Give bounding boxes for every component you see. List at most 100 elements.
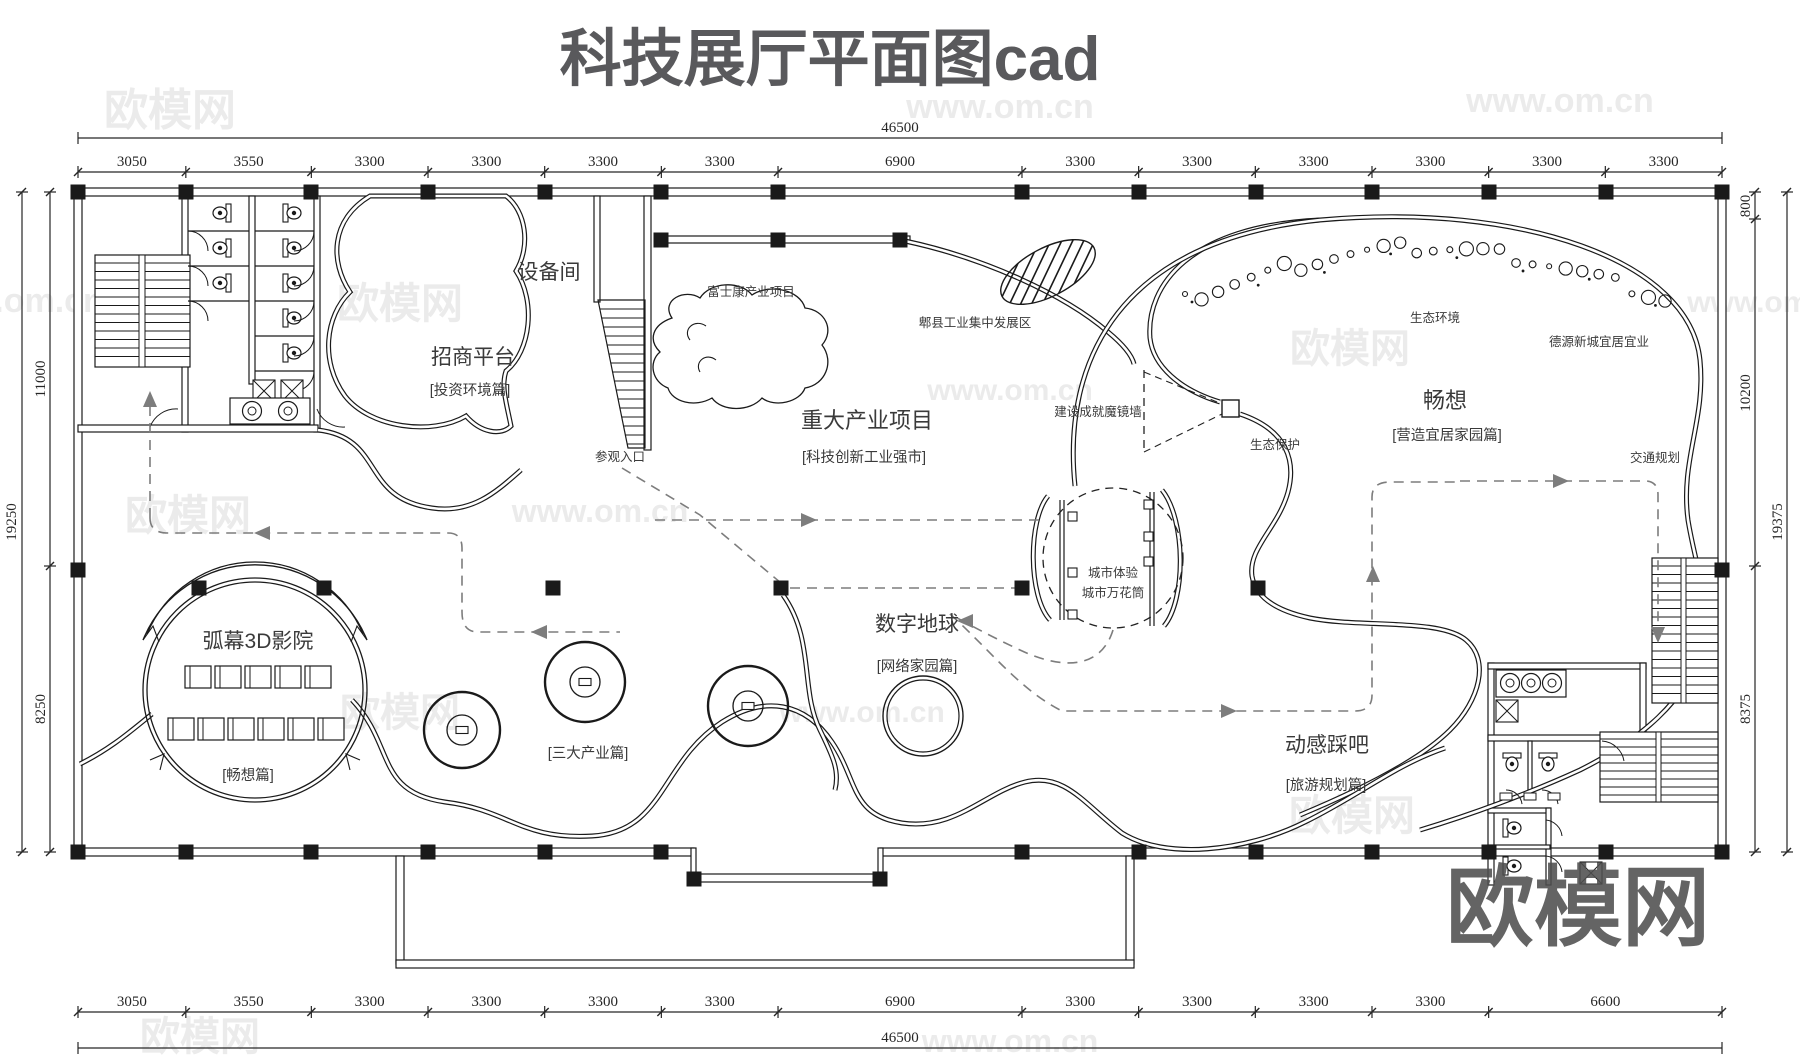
dimension-value: 3550 — [234, 994, 264, 1010]
structural-column — [420, 184, 436, 200]
watermark-text: 欧模网 — [140, 1015, 260, 1055]
cinema-seat — [257, 717, 285, 741]
dimension-value: 3300 — [1182, 154, 1212, 170]
structural-column — [1714, 184, 1730, 200]
label-major-sub: [科技创新工业强市] — [802, 449, 926, 466]
eco-bubble — [1211, 285, 1225, 299]
label-pixian: 郫县工业集中发展区 — [919, 315, 1032, 330]
eco-bubble — [1329, 254, 1339, 264]
route-arrow — [531, 625, 547, 639]
toilet-fixture — [1502, 752, 1522, 772]
visitor-route-layer — [143, 370, 1665, 718]
exhibit-stand-circle — [706, 664, 790, 748]
door-arc — [187, 230, 209, 252]
structural-column — [303, 844, 319, 860]
cinema-seat — [274, 665, 302, 689]
label-digital-globe: 数字地球 — [875, 613, 959, 636]
city-experience-circle — [1042, 487, 1184, 629]
visitor-route — [949, 613, 1114, 664]
cinema-dome-arc — [142, 564, 368, 641]
wall — [1487, 734, 1603, 742]
dimension-value: 3300 — [1182, 994, 1212, 1010]
eco-bubble — [1458, 241, 1474, 257]
dim-right-top: 800 — [1738, 195, 1754, 218]
eco-bubble — [1476, 242, 1490, 256]
cinema-seat — [317, 717, 345, 741]
dimension-value: 3300 — [471, 154, 501, 170]
label-equipment-room: 设备间 — [518, 261, 581, 284]
foxconn-exhibit-shape — [652, 284, 829, 410]
room-labels: 设备间 招商平台 [投资环境篇] 参观入口 富士康产业项目 郫县工业集中发展区 … — [203, 261, 1680, 794]
eco-bubble — [1576, 264, 1589, 278]
structural-column — [178, 184, 194, 200]
structural-column — [1364, 844, 1380, 860]
watermark-text: www.om.cn — [926, 374, 1093, 407]
dimension-value: 3300 — [1065, 994, 1095, 1010]
exhibit-stand-circle — [422, 690, 502, 770]
site-logo: 欧模网 — [1446, 858, 1710, 957]
toilet-fixture — [1502, 856, 1522, 876]
cinema-room-circle — [146, 581, 364, 799]
structural-column — [892, 232, 908, 248]
dimension-value: 6900 — [885, 154, 915, 170]
label-dynamic: 动感踩吧 — [1285, 734, 1369, 757]
watermark-text: www.om.cn — [778, 696, 945, 729]
display-box — [1143, 556, 1154, 567]
toilet-fixture — [282, 308, 302, 328]
detail-layer — [94, 203, 1719, 885]
dim-left-total: 19250 — [4, 503, 20, 541]
dim-right-total: 19375 — [1770, 503, 1786, 541]
label-city-exp-2: 城市万花筒 — [1082, 585, 1145, 600]
watermark-text: www.om.cn — [921, 1023, 1099, 1055]
eco-bubble — [1393, 236, 1407, 249]
door-arc — [1505, 789, 1523, 805]
dimension-value: 6900 — [885, 994, 915, 1010]
eco-bubble — [1658, 294, 1672, 308]
structural-column — [686, 871, 702, 887]
eco-bubble — [1558, 261, 1573, 276]
eco-bubble — [1181, 290, 1189, 298]
structural-column — [1248, 844, 1264, 860]
label-major-industry: 重大产业项目 — [801, 408, 933, 433]
label-traffic: 交通规划 — [1630, 450, 1680, 465]
watermark-text: www.om.cn — [905, 88, 1094, 126]
eco-bubble — [1276, 255, 1292, 272]
wall — [77, 424, 319, 433]
sink — [241, 400, 263, 422]
label-foxconn: 富士康产业项目 — [707, 284, 795, 299]
eco-bubble — [1593, 268, 1605, 280]
toilet-fixture — [212, 203, 232, 223]
structural-column — [1598, 844, 1614, 860]
dim-top-overall: 46500 — [881, 120, 919, 136]
wall — [395, 959, 1135, 969]
wall — [693, 873, 881, 883]
structural-column — [1014, 184, 1030, 200]
eco-bubble — [1294, 263, 1308, 277]
wall — [593, 195, 601, 303]
label-vision: 畅想 — [1423, 388, 1467, 413]
label-cinema: 弧幕3D影院 — [203, 630, 314, 653]
label-vision-sub: [营造宜居家园篇] — [1392, 426, 1502, 444]
structural-column — [537, 184, 553, 200]
structural-column — [545, 580, 561, 596]
route-arrow — [1553, 474, 1569, 488]
structural-column — [653, 232, 669, 248]
visitor-route — [149, 517, 448, 534]
structural-column — [316, 580, 332, 596]
structural-column — [1364, 184, 1380, 200]
dim-left-lower: 8250 — [33, 694, 49, 724]
structural-column — [1248, 184, 1264, 200]
dimension-value: 3300 — [1415, 154, 1445, 170]
dimension-value: 3300 — [705, 154, 735, 170]
sink — [1499, 672, 1521, 694]
toilet-fixture — [282, 273, 302, 293]
watermark-text: 欧模网 — [337, 280, 463, 327]
dim-right-upper: 10200 — [1738, 374, 1754, 412]
wall — [879, 847, 1723, 857]
wall — [77, 847, 695, 857]
wall — [1125, 855, 1135, 965]
toilet-fixture — [282, 343, 302, 363]
cinema-room-circle — [142, 577, 368, 803]
